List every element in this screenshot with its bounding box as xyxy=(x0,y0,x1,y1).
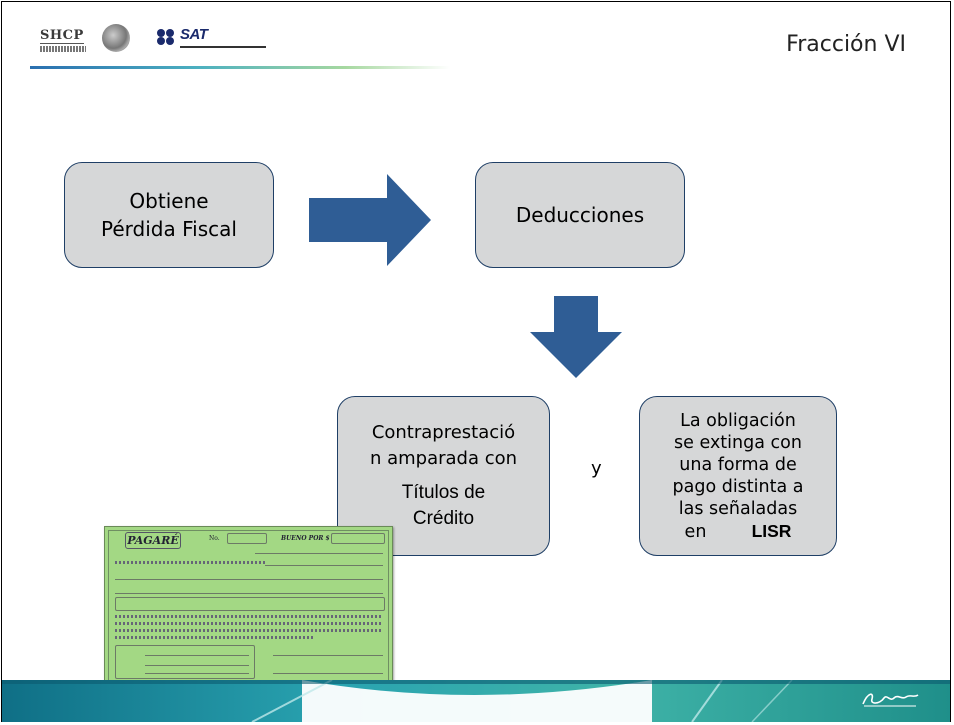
pagare-signature-line xyxy=(273,673,383,674)
box-deducciones-label: Deducciones xyxy=(515,203,645,227)
pagare-line xyxy=(255,553,383,554)
signature-logo-icon xyxy=(862,693,919,707)
pagare-text xyxy=(115,615,383,618)
sat-logo: SAT xyxy=(180,26,208,43)
slide-title: Fracción VI xyxy=(786,32,906,57)
pagare-line xyxy=(115,593,383,594)
box-oblig-line2: se extinga con xyxy=(674,432,802,453)
pagare-no-label: No. xyxy=(209,535,220,542)
footer-wave-graphic xyxy=(2,680,950,722)
box-perdida-line1: Obtiene xyxy=(129,189,209,213)
connector-y: y xyxy=(591,458,602,479)
box-oblig-line4: pago distinta a xyxy=(672,476,804,497)
box-oblig-line5: las señaladas xyxy=(678,498,798,519)
pagare-text xyxy=(115,636,315,639)
box-contra-line4: Crédito xyxy=(412,508,475,529)
box-contra-line1: Contraprestació xyxy=(371,422,516,443)
pagare-text xyxy=(115,629,383,632)
box-perdida-line2: Pérdida Fiscal xyxy=(101,217,237,241)
box-oblig-line1: La obligación xyxy=(680,410,796,431)
pagare-title: PAGARÉ xyxy=(125,532,181,549)
box-contra-line3: Títulos de xyxy=(401,482,486,503)
pagare-line xyxy=(145,673,249,674)
pagare-line xyxy=(145,655,249,656)
shcp-logo: SHCP xyxy=(40,28,84,44)
sat-logo-underline xyxy=(180,46,266,48)
shcp-logo-subtext xyxy=(40,46,86,52)
arrow-right-icon xyxy=(309,174,431,266)
arrow-down-icon xyxy=(530,296,622,378)
pagare-line xyxy=(115,579,383,580)
pagare-text xyxy=(115,561,265,564)
footer-band xyxy=(2,680,950,722)
national-seal-icon xyxy=(102,24,130,52)
sat-mark-icon xyxy=(157,29,174,45)
pagare-amount-words-box xyxy=(115,597,385,611)
pagare-amount-box xyxy=(331,533,385,544)
pagare-signer-box xyxy=(115,645,255,679)
box-oblig-line3: una forma de xyxy=(679,454,797,475)
pagare-line xyxy=(265,565,383,566)
header-logos: SHCP SAT xyxy=(30,24,270,54)
pagare-line xyxy=(273,655,383,656)
box-deducciones: Deducciones xyxy=(475,162,685,268)
pagare-number-box xyxy=(227,533,267,544)
footer-logo-icon xyxy=(860,690,920,711)
box-obtiene-perdida-fiscal: Obtiene Pérdida Fiscal xyxy=(64,162,274,268)
box-oblig-line6-prefix: en xyxy=(684,521,707,542)
pagare-image: PAGARÉ No. BUENO POR $ xyxy=(104,526,393,691)
box-contra-line2: n amparada con xyxy=(369,448,518,469)
pagare-line xyxy=(145,665,249,666)
box-obligacion: La obligación se extinga con una forma d… xyxy=(639,396,837,556)
pagare-bueno-label: BUENO POR $ xyxy=(281,535,330,542)
box-oblig-line6-bold: LISR xyxy=(751,520,792,541)
header-divider xyxy=(30,66,450,69)
pagare-text xyxy=(115,622,383,625)
box-oblig-line6: en LISR xyxy=(640,520,836,543)
